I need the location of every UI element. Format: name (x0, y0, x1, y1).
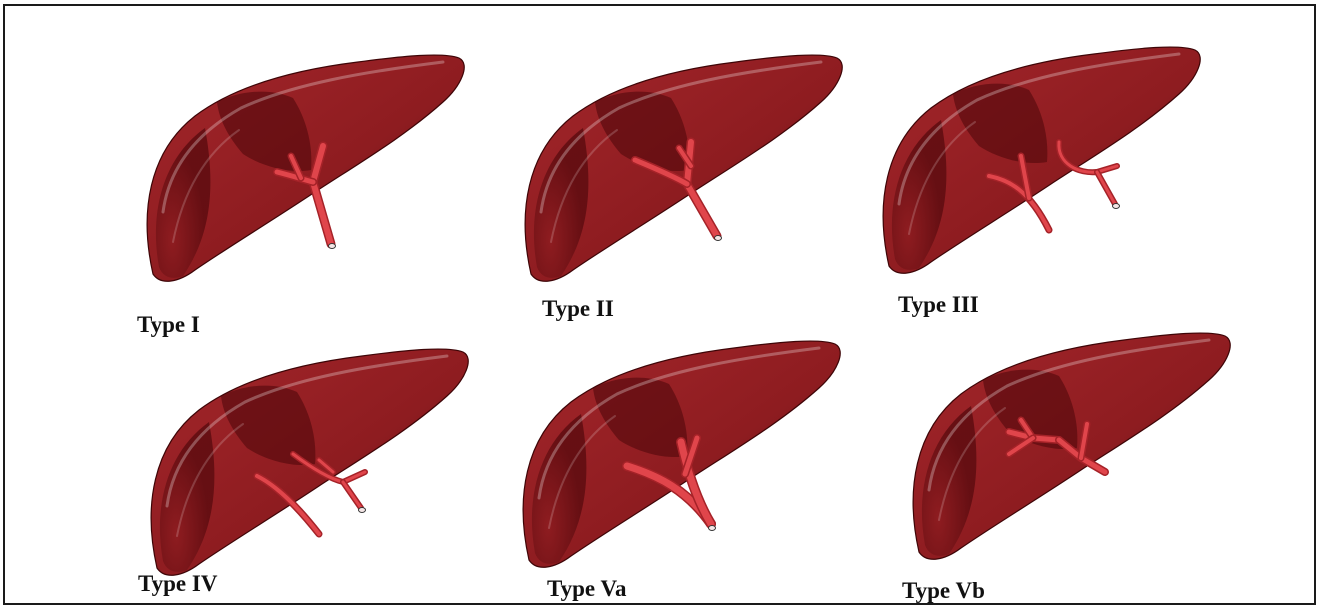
figure-frame: Type I Type II Type III Type IV Type Va … (3, 4, 1316, 605)
panel-type-1 (143, 42, 473, 292)
vessel-illustration (521, 42, 851, 292)
vessel-illustration (519, 328, 849, 578)
panel-type-3 (879, 34, 1209, 284)
vessel-illustration (147, 336, 477, 586)
vessel-illustration (909, 320, 1239, 570)
panel-type-2 (521, 42, 851, 292)
panel-label-type-4: Type IV (138, 571, 217, 597)
panel-label-type-1: Type I (137, 312, 200, 338)
panel-label-type-5b: Type Vb (902, 578, 985, 604)
panel-type-4 (147, 336, 477, 586)
panel-label-type-5a: Type Va (547, 576, 626, 602)
panel-type-5b (909, 320, 1239, 570)
panel-label-type-2: Type II (542, 296, 614, 322)
vessel-illustration (879, 34, 1209, 284)
vessel-illustration (143, 42, 473, 292)
panel-label-type-3: Type III (898, 292, 979, 318)
panel-type-5a (519, 328, 849, 578)
